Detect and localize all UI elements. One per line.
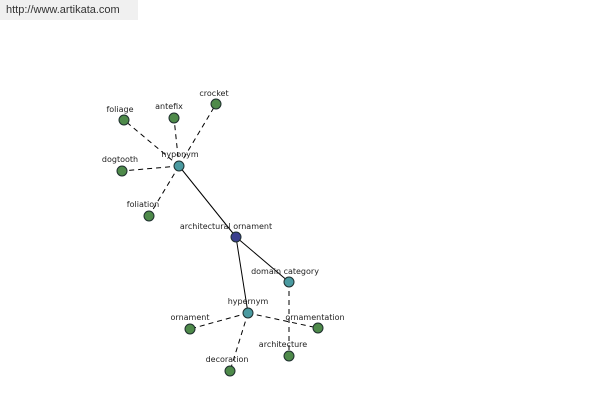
leaf-crocket-node[interactable]: [210, 98, 222, 110]
relation-hypernym-label[interactable]: hypernym: [228, 297, 269, 306]
center-label[interactable]: architectural ornament: [180, 222, 272, 231]
leaf-architecture-node[interactable]: [283, 350, 295, 362]
edge-hypernym-ornament: [189, 312, 249, 330]
relation-domain-label[interactable]: domain category: [251, 267, 319, 276]
edge-hyponym-foliation: [148, 165, 180, 217]
edge-hyponym-crocket: [178, 103, 217, 167]
source-url[interactable]: http://www.artikata.com: [0, 0, 138, 20]
graph-labels: architectural ornament hyponym hypernym dom…: [102, 89, 345, 364]
leaf-decoration-node[interactable]: [224, 365, 236, 377]
leaf-foliation-node[interactable]: [143, 210, 155, 222]
relation-domain-node[interactable]: [283, 276, 295, 288]
edge-center-hypernym: [235, 236, 249, 314]
edge-center-hyponym: [178, 165, 237, 238]
leaf-foliage-label[interactable]: foliage: [106, 105, 133, 114]
leaf-ornament-label[interactable]: ornament: [171, 313, 210, 322]
leaf-dogtooth-label[interactable]: dogtooth: [102, 155, 138, 164]
leaf-crocket-label[interactable]: crocket: [199, 89, 228, 98]
leaf-foliation-label[interactable]: foliation: [127, 200, 159, 209]
edge-hyponym-antefix: [173, 117, 180, 167]
leaf-decoration-label[interactable]: decoration: [206, 355, 249, 364]
edge-hypernym-decoration: [229, 312, 249, 372]
edge-hypernym-ornamentation: [247, 312, 319, 329]
leaf-dogtooth-node[interactable]: [116, 165, 128, 177]
leaf-antefix-node[interactable]: [168, 112, 180, 124]
relation-hypernym-node[interactable]: [242, 307, 254, 319]
graph-edges: [121, 103, 319, 372]
leaf-ornamentation-node[interactable]: [312, 322, 324, 334]
leaf-foliage-node[interactable]: [118, 114, 130, 126]
leaf-architecture-label[interactable]: architecture: [259, 340, 307, 349]
edge-hyponym-dogtooth: [121, 165, 180, 172]
leaf-antefix-label[interactable]: antefix: [155, 102, 183, 111]
relation-hyponym-label[interactable]: hyponym: [161, 150, 199, 159]
graph-nodes: [116, 98, 324, 377]
relation-hyponym-node[interactable]: [173, 160, 185, 172]
edge-center-domain: [235, 236, 290, 283]
leaf-ornamentation-label[interactable]: ornamentation: [285, 313, 344, 322]
leaf-ornament-node[interactable]: [184, 323, 196, 335]
center-node[interactable]: [230, 231, 242, 243]
edge-hyponym-foliage: [123, 119, 180, 167]
